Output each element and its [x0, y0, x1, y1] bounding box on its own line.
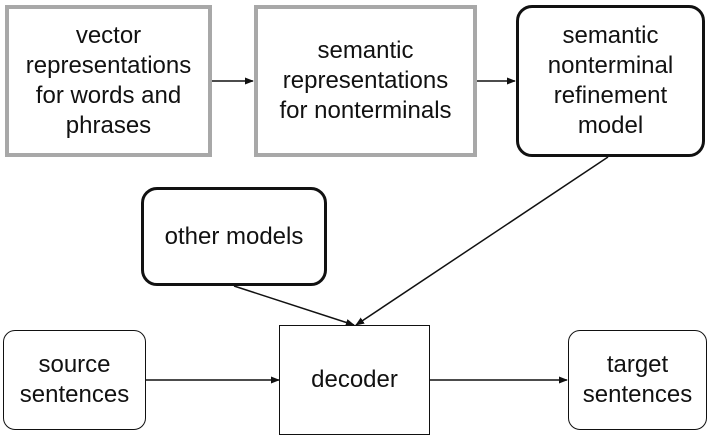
- refinement-model-box: semantic nonterminal refinement model: [516, 5, 705, 157]
- decoder-box: decoder: [279, 325, 430, 435]
- arrow-refinement-to-decoder: [355, 156, 609, 326]
- vector-representations-label: vector representations for words and phr…: [25, 22, 192, 139]
- target-sentences-box: target sentences: [568, 330, 707, 430]
- semantic-representations-label: semantic representations for nonterminal…: [279, 37, 452, 124]
- vector-representations-box: vector representations for words and phr…: [5, 5, 212, 157]
- other-models-box: other models: [141, 187, 327, 286]
- decoder-label: decoder: [311, 366, 398, 393]
- target-sentences-label: target sentences: [582, 351, 693, 408]
- other-models-label: other models: [164, 222, 304, 250]
- source-sentences-box: source sentences: [3, 330, 146, 430]
- refinement-model-label: semantic nonterminal refinement model: [547, 22, 674, 139]
- source-sentences-label: source sentences: [19, 351, 130, 408]
- arrow-other-models-to-decoder: [233, 285, 355, 326]
- semantic-representations-box: semantic representations for nonterminal…: [254, 5, 477, 157]
